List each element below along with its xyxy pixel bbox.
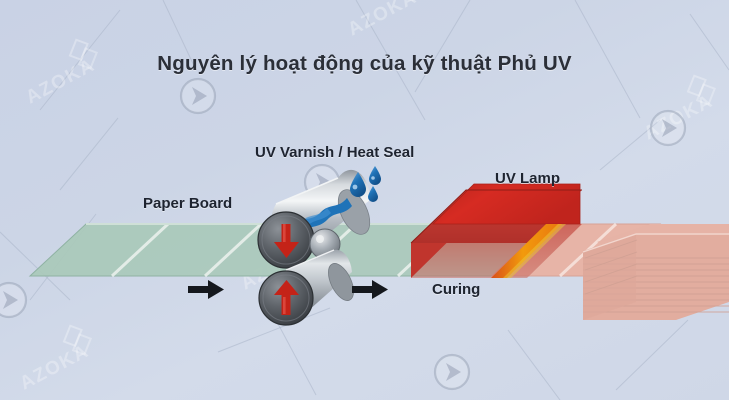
bottom-roller-direction-arrow xyxy=(274,280,299,315)
label-curing: Curing xyxy=(432,281,481,298)
flow-arrow-1 xyxy=(188,280,224,299)
label-uv-lamp: UV Lamp xyxy=(495,170,561,187)
top-roller-direction-arrow xyxy=(274,224,299,258)
label-uv-varnish: UV Varnish / Heat Seal xyxy=(255,144,415,161)
top-roller xyxy=(257,169,371,269)
uv-lamp-assembly xyxy=(410,183,582,278)
bottom-roller xyxy=(258,249,354,326)
page-title: Nguyên lý hoạt động của kỹ thuật Phủ UV xyxy=(157,52,572,75)
output-stack xyxy=(582,224,729,320)
label-paper-board: Paper Board xyxy=(143,195,233,212)
varnish-droplets xyxy=(350,166,381,202)
nip-roller-assembly xyxy=(257,166,381,326)
flow-arrow-2 xyxy=(352,280,388,299)
